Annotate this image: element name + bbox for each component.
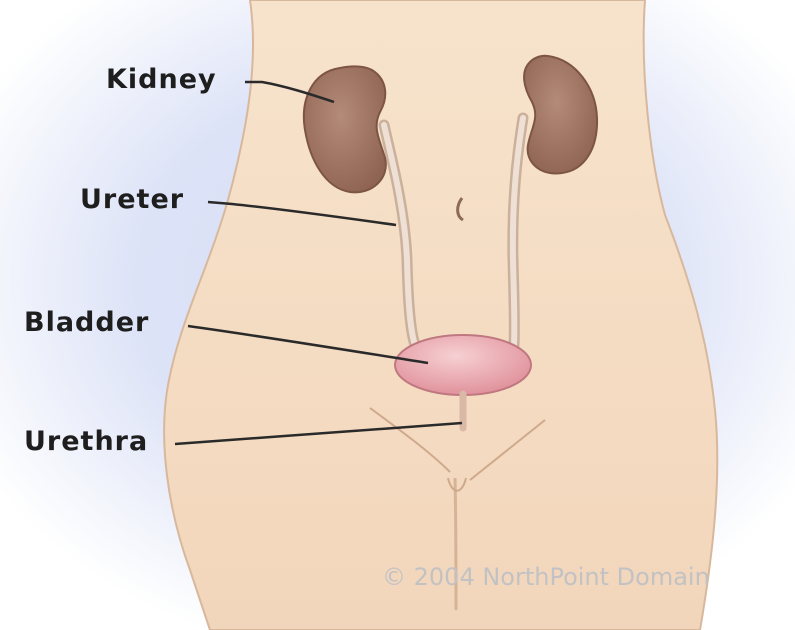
bladder bbox=[395, 335, 531, 395]
urethra-label: Urethra bbox=[24, 428, 148, 455]
bladder-label: Bladder bbox=[24, 309, 149, 336]
copyright-watermark: © 2004 NorthPoint Domain bbox=[382, 565, 710, 589]
ureter-label: Ureter bbox=[80, 186, 184, 213]
kidney-label: Kidney bbox=[106, 66, 217, 93]
